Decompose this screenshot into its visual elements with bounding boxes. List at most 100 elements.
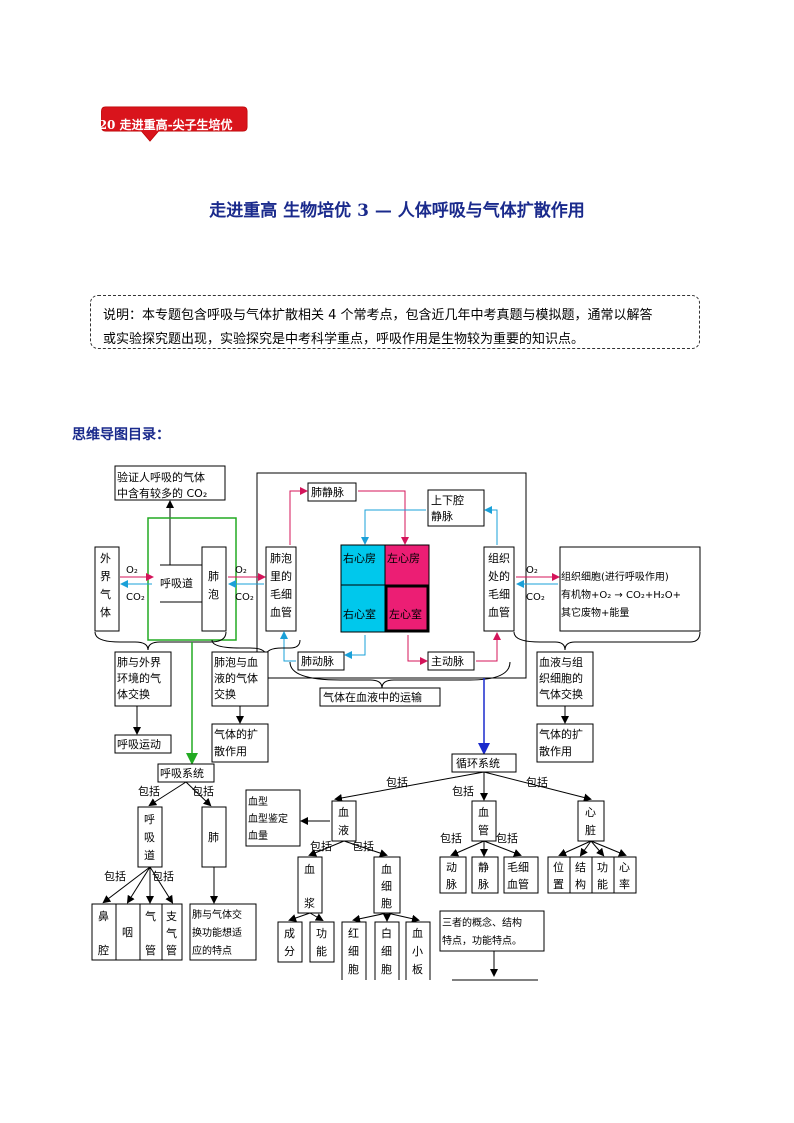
position-2: 置 bbox=[553, 878, 564, 891]
three-features-box bbox=[439, 910, 545, 952]
o2-label-1: O₂ bbox=[126, 565, 138, 576]
note-box: 说明：本专题包含呼吸与气体扩散相关 4 个常考点，包含近几年中考真题与模拟题，通… bbox=[90, 295, 700, 349]
blood-tissue-1: 血液与组 bbox=[539, 655, 583, 669]
bronchus-1: 支 bbox=[166, 910, 177, 923]
left-ventricle bbox=[384, 584, 430, 633]
function-box bbox=[309, 921, 335, 963]
function-2: 能 bbox=[316, 944, 327, 958]
include-label-10: 包括 bbox=[440, 831, 462, 845]
pulmonary-vein-box bbox=[307, 482, 357, 502]
vessel-1: 血 bbox=[478, 805, 489, 819]
left-atrium bbox=[384, 544, 430, 586]
alv-cap-3: 毛细 bbox=[270, 588, 292, 601]
blood-cell-1: 血 bbox=[381, 862, 392, 876]
trachea-1: 气 bbox=[145, 909, 156, 923]
lung-env-1: 肺与外界 bbox=[117, 656, 161, 669]
alveoli-blood-exchange-box bbox=[211, 651, 269, 707]
alveoli-label-1: 肺 bbox=[208, 570, 219, 583]
vessel-2: 管 bbox=[478, 823, 489, 837]
diffusion-box-1 bbox=[211, 723, 269, 763]
resp-tract-box bbox=[137, 806, 163, 868]
heart-1: 心 bbox=[585, 806, 596, 819]
banner-label: 2020 走进重高-尖子生培优 bbox=[82, 118, 233, 132]
lung-feature-2: 换功能想适 bbox=[192, 926, 242, 939]
platelet-3: 板 bbox=[412, 962, 423, 976]
include-label-2: 包括 bbox=[192, 784, 214, 798]
vena-cava-box bbox=[427, 489, 485, 527]
blood-type-3: 血量 bbox=[248, 829, 268, 842]
tissue-cell-box bbox=[559, 546, 701, 632]
left-ventricle-label: 左心室 bbox=[389, 607, 422, 621]
lung-label: 肺 bbox=[208, 831, 219, 844]
include-label-9: 包括 bbox=[352, 839, 374, 853]
nose-2: 腔 bbox=[98, 943, 109, 957]
vein-2: 脉 bbox=[478, 877, 489, 891]
alv-blood-3: 交换 bbox=[214, 687, 236, 701]
lung-env-2: 环境的气 bbox=[117, 671, 161, 685]
alv-cap-1: 肺泡 bbox=[270, 551, 292, 565]
blood-type-box bbox=[245, 789, 301, 847]
blood-cell-2: 细 bbox=[381, 880, 392, 893]
nose-1: 鼻 bbox=[98, 909, 109, 923]
verify-co2-box bbox=[114, 465, 226, 501]
include-label-1: 包括 bbox=[138, 784, 160, 798]
alv-blood-1: 肺泡与血 bbox=[214, 655, 258, 669]
diffusion1-1: 气体的扩 bbox=[214, 727, 258, 741]
right-atrium bbox=[340, 544, 386, 586]
vena-cava-2: 静脉 bbox=[431, 509, 453, 523]
verify-line-2: 中含有较多的 CO₂ bbox=[117, 486, 207, 500]
note-line-2: 或实验探究题出现，实验探究是中考科学重点，呼吸作用是生物较为重要的知识点。 bbox=[103, 332, 585, 347]
vein-box bbox=[471, 856, 499, 894]
lung-env-3: 体交换 bbox=[117, 687, 150, 701]
note-text: 说明：本专题包含呼吸与气体扩散相关 4 个常考点，包含近几年中考真题与模拟题，通… bbox=[103, 304, 693, 348]
rbc-2: 细 bbox=[348, 945, 359, 958]
composition-box bbox=[277, 921, 303, 963]
blood-box bbox=[331, 800, 357, 842]
heart-function-1: 功 bbox=[597, 861, 608, 874]
wbc-3: 胞 bbox=[381, 963, 392, 976]
platelet-2: 小 bbox=[412, 945, 423, 958]
pharynx-label: 咽 bbox=[122, 926, 133, 939]
artery-2: 脉 bbox=[446, 877, 457, 891]
plasma-box bbox=[297, 856, 323, 914]
rbc-1: 红 bbox=[348, 927, 359, 940]
tis-cap-3: 毛细 bbox=[488, 588, 510, 601]
aorta-box bbox=[427, 651, 475, 671]
blood-transport-label: 气体在血液中的运输 bbox=[323, 690, 422, 704]
outer-air-label-3: 气 bbox=[100, 587, 111, 601]
note-line-1: 说明：本专题包含呼吸与气体扩散相关 4 个常考点，包含近几年中考真题与模拟题，通… bbox=[103, 308, 653, 323]
resp-tract-2: 吸 bbox=[144, 831, 155, 844]
capillary-box bbox=[503, 856, 539, 894]
platelet-box bbox=[405, 921, 431, 980]
airway-label: 呼吸道 bbox=[160, 576, 193, 590]
blood-tissue-exchange-box bbox=[536, 651, 594, 707]
lung-feature-1: 肺与气体交 bbox=[192, 908, 242, 921]
tissue-cell-line-2: 有机物+O₂ → CO₂+H₂O+ bbox=[561, 588, 681, 601]
respiratory-system-label: 呼吸系统 bbox=[160, 767, 204, 780]
blood-cell-3: 胞 bbox=[381, 897, 392, 910]
lung-env-exchange-box bbox=[114, 651, 172, 707]
co2-label-2: CO₂ bbox=[235, 592, 254, 603]
tis-cap-4: 血管 bbox=[488, 605, 510, 619]
composition-2: 分 bbox=[284, 945, 295, 958]
composition-1: 成 bbox=[284, 927, 295, 940]
o2-label-3: O₂ bbox=[526, 565, 538, 576]
breathing-movement-label: 呼吸运动 bbox=[117, 738, 161, 751]
platelet-1: 血 bbox=[412, 926, 423, 940]
pulmonary-artery-label: 肺动脉 bbox=[301, 654, 334, 668]
include-label-8: 包括 bbox=[310, 839, 332, 853]
nose-box bbox=[91, 903, 117, 961]
diffusion2-1: 气体的扩 bbox=[539, 727, 583, 741]
artery-box bbox=[439, 856, 467, 894]
position-1: 位 bbox=[553, 860, 564, 874]
alv-blood-2: 液的气体 bbox=[214, 671, 258, 685]
outer-air-label-4: 体 bbox=[100, 605, 111, 619]
structure-2: 构 bbox=[575, 877, 586, 891]
aorta-label: 主动脉 bbox=[431, 654, 464, 668]
diffusion-box-2 bbox=[536, 723, 594, 763]
blood-type-2: 血型鉴定 bbox=[248, 812, 288, 825]
mindmap-heading: 思维导图目录： bbox=[72, 427, 170, 443]
lung-box bbox=[201, 806, 227, 868]
tissue-capillary-box bbox=[483, 546, 515, 632]
